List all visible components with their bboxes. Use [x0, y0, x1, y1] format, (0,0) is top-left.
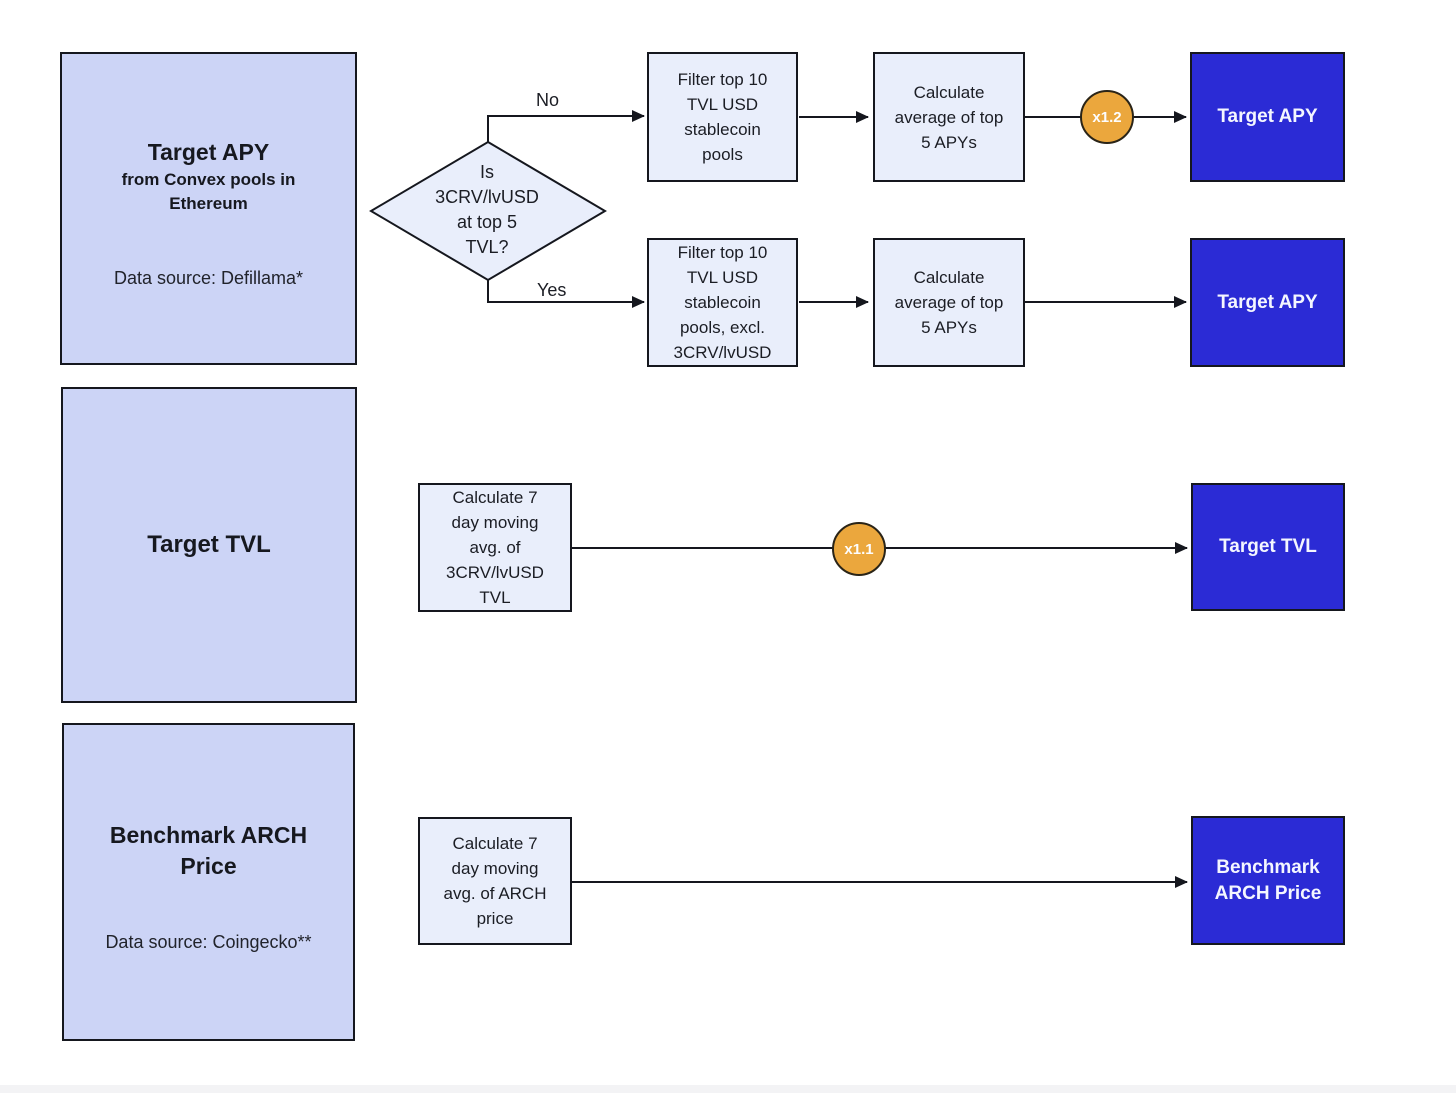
- process-avg-top5-yes: Calculate average of top 5 APYs: [873, 238, 1025, 367]
- process-filter-top10-label: Filter top 10 TVL USD stablecoin pools: [677, 70, 768, 164]
- output-benchmark-arch: Benchmark ARCH Price: [1191, 816, 1345, 945]
- decision-diamond-shape: [369, 140, 607, 282]
- process-filter-top10-excl: Filter top 10 TVL USD stablecoin pools, …: [647, 238, 798, 367]
- output-target-apy-yes-label: Target APY: [1217, 291, 1318, 313]
- decision-line-3: at top 5: [456, 212, 518, 232]
- bottom-strip: [0, 1085, 1456, 1093]
- process-moving-avg-arch: Calculate 7 day moving avg. of ARCH pric…: [418, 817, 572, 945]
- edge-label-yes: Yes: [537, 280, 567, 300]
- output-target-tvl-label: Target TVL: [1219, 536, 1317, 557]
- output-target-apy-no: Target APY: [1190, 52, 1345, 182]
- process-avg-top5-no-label: Calculate average of top 5 APYs: [894, 82, 1004, 152]
- multiplier-x1-1: x1.1: [832, 522, 886, 576]
- source-box-benchmark-arch: Benchmark ARCH Price Data source: Coinge…: [62, 723, 355, 1041]
- source-title-benchmark-arch: Benchmark ARCH Price: [109, 822, 308, 879]
- output-benchmark-arch-label: Benchmark ARCH Price: [1214, 856, 1322, 904]
- output-target-apy-yes: Target APY: [1190, 238, 1345, 367]
- decision-line-4: TVL?: [465, 237, 509, 257]
- process-moving-avg-tvl: Calculate 7 day moving avg. of 3CRV/lvUS…: [418, 483, 572, 612]
- output-target-apy-no-label: Target APY: [1217, 106, 1318, 127]
- decision-line-2: 3CRV/lvUSD: [435, 187, 539, 207]
- decision-line-1: Is: [479, 162, 494, 182]
- source-title-target-apy: Target APY: [147, 139, 270, 165]
- source-title-target-tvl: Target TVL: [147, 531, 271, 558]
- source-box-target-apy: Target APY from Convex pools in Ethereum…: [60, 52, 357, 365]
- data-source-coingecko: Data source: Coingecko**: [105, 932, 312, 952]
- source-subtitle-target-apy: from Convex pools in Ethereum: [121, 170, 296, 213]
- process-avg-top5-no: Calculate average of top 5 APYs: [873, 52, 1025, 182]
- edge-yes: [487, 279, 645, 308]
- output-target-tvl: Target TVL: [1191, 483, 1345, 611]
- decision-diamond-text: Is 3CRV/lvUSD at top 5 TVL?: [412, 160, 562, 260]
- data-source-defillama: Data source: Defillama*: [113, 268, 304, 288]
- edge-label-no: No: [536, 90, 560, 110]
- multiplier-x1-2: x1.2: [1080, 90, 1134, 144]
- process-moving-avg-tvl-label: Calculate 7 day moving avg. of 3CRV/lvUS…: [446, 488, 544, 607]
- process-filter-top10: Filter top 10 TVL USD stablecoin pools: [647, 52, 798, 182]
- process-filter-top10-excl-label: Filter top 10 TVL USD stablecoin pools, …: [673, 243, 772, 362]
- edge-no: [487, 110, 645, 143]
- source-box-target-tvl: Target TVL: [61, 387, 357, 703]
- process-avg-top5-yes-label: Calculate average of top 5 APYs: [894, 268, 1004, 337]
- multiplier-x1-1-label: x1.1: [844, 540, 874, 558]
- process-moving-avg-arch-label: Calculate 7 day moving avg. of ARCH pric…: [443, 834, 547, 928]
- multiplier-x1-2-label: x1.2: [1092, 108, 1122, 126]
